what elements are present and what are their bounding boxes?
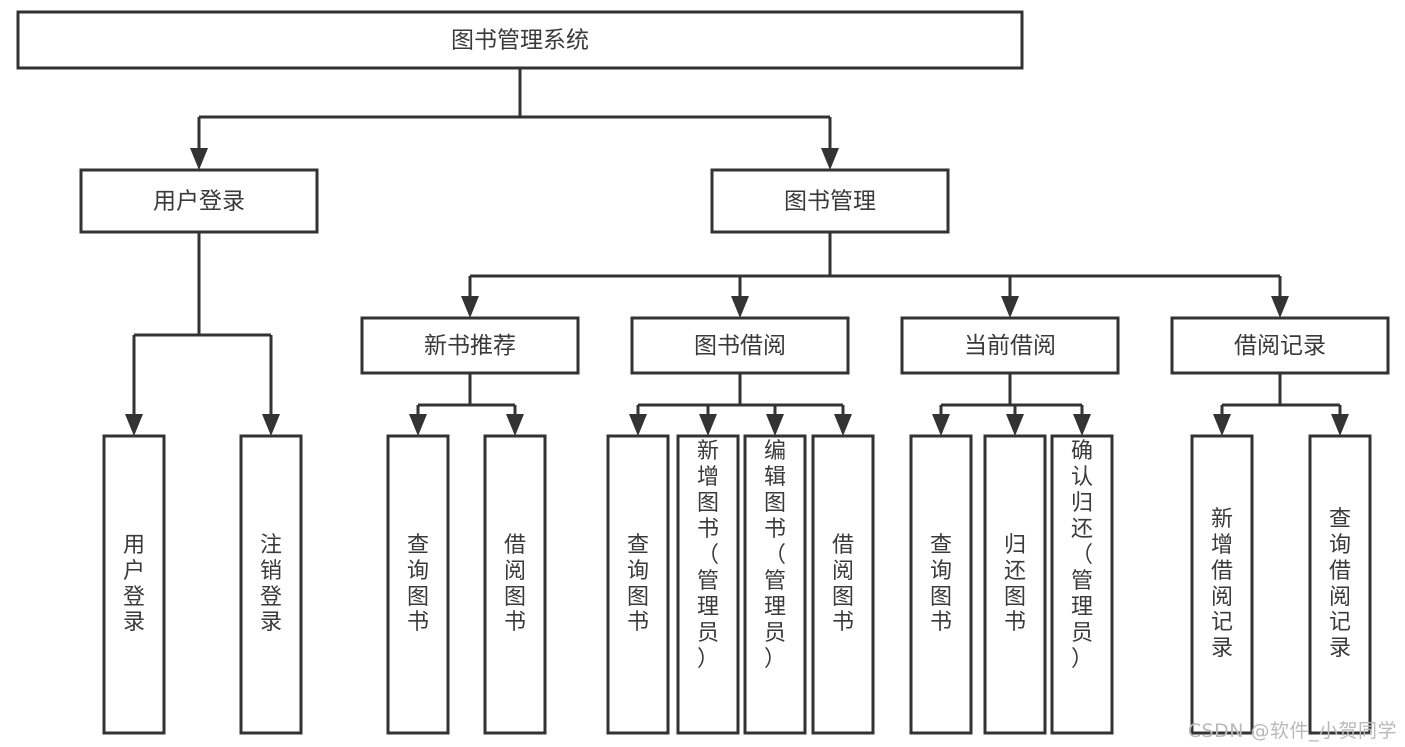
arrow-head-icon (262, 414, 280, 436)
node-book-borrow[interactable] (630, 316, 850, 375)
arrow-head-icon (834, 414, 852, 436)
arrow-head-icon (1006, 414, 1024, 436)
arrow-head-icon (1331, 414, 1349, 436)
node-leaf-borrow-book-2[interactable] (811, 434, 875, 735)
node-borrow-record[interactable] (1170, 316, 1390, 375)
arrow-head-icon (1001, 296, 1019, 318)
node-leaf-user-login[interactable] (102, 434, 166, 735)
node-root[interactable] (16, 10, 1024, 70)
arrow-head-icon (766, 414, 784, 436)
node-leaf-query-book-1[interactable] (386, 434, 450, 735)
arrow-head-icon (731, 296, 749, 318)
node-new-book-recommend-label: 新书推荐 (424, 333, 516, 359)
node-new-book-recommend[interactable] (360, 316, 580, 375)
arrow-head-icon (1271, 296, 1289, 318)
node-leaf-query-borrow-record[interactable] (1308, 434, 1372, 735)
node-leaf-borrow-book-1[interactable] (483, 434, 547, 735)
node-root-label: 图书管理系统 (451, 28, 589, 54)
arrow-head-icon (190, 148, 208, 170)
node-borrow-record-label: 借阅记录 (1234, 333, 1326, 359)
arrow-head-icon (932, 414, 950, 436)
arrow-head-icon (125, 414, 143, 436)
arrow-head-icon (461, 296, 479, 318)
boxes-layer (16, 10, 1390, 735)
arrow-head-icon (409, 414, 427, 436)
node-user-login-label: 用户登录 (153, 189, 245, 215)
watermark-text: CSDN @软件_小贺同学 (1187, 720, 1397, 742)
arrow-head-icon (506, 414, 524, 436)
node-leaf-edit-book-admin[interactable] (743, 434, 807, 735)
node-leaf-add-borrow-record[interactable] (1190, 434, 1254, 735)
arrow-head-icon (629, 414, 647, 436)
node-user-login[interactable] (79, 168, 319, 234)
node-leaf-logout-login[interactable] (239, 434, 303, 735)
node-leaf-return-book[interactable] (983, 434, 1047, 735)
node-leaf-add-book-admin[interactable] (676, 434, 740, 735)
node-book-management[interactable] (710, 168, 950, 234)
node-current-borrow-label: 当前借阅 (964, 333, 1056, 359)
node-current-borrow[interactable] (900, 316, 1120, 375)
node-leaf-confirm-return-admin[interactable] (1050, 434, 1114, 735)
arrow-head-icon (1073, 414, 1091, 436)
arrow-head-icon (821, 148, 839, 170)
node-book-borrow-label: 图书借阅 (694, 333, 786, 359)
node-leaf-query-book-2[interactable] (606, 434, 670, 735)
node-leaf-query-book-3[interactable] (909, 434, 973, 735)
arrow-head-icon (1213, 414, 1231, 436)
connectors-layer (125, 68, 1349, 436)
arrow-head-icon (699, 414, 717, 436)
node-book-management-label: 图书管理 (784, 189, 876, 215)
